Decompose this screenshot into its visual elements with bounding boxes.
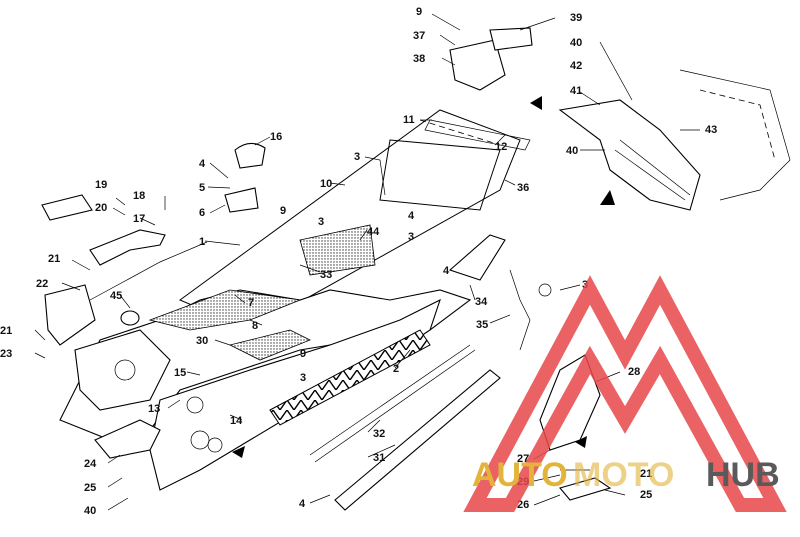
part-label-7: 7 (248, 297, 254, 309)
part-label-40: 40 (570, 37, 582, 49)
watermark-auto: AUTO (472, 456, 568, 494)
part-label-41: 41 (570, 85, 582, 97)
part-label-30: 30 (196, 335, 208, 347)
rear-snow-flap (558, 69, 791, 211)
part-label-2: 2 (393, 363, 399, 375)
part-label-22: 22 (36, 278, 48, 290)
part-label-21: 21 (48, 253, 60, 265)
part-label-39: 39 (570, 12, 582, 24)
rear-bracket-parts (449, 27, 533, 91)
part-label-37: 37 (413, 30, 425, 42)
right-chassis-side (149, 298, 441, 491)
part-label-4: 4 (443, 265, 450, 277)
part-labels: 9 39 37 38 40 42 41 43 40 11 12 16 4 5 6… (0, 6, 717, 517)
left-loose-parts (41, 194, 166, 346)
part-label-33: 33 (320, 269, 332, 281)
part-label-28: 28 (628, 366, 640, 378)
part-label-19: 19 (95, 179, 107, 191)
part-label-3: 3 (318, 216, 324, 228)
part-label-36: 36 (517, 182, 529, 194)
part-label-32: 32 (373, 428, 385, 440)
part-label-8: 8 (252, 320, 258, 332)
part-label-9: 9 (280, 205, 286, 217)
part-label-6: 6 (199, 207, 205, 219)
part-label-45: 45 (110, 290, 122, 302)
part-label-20: 20 (95, 202, 107, 214)
part-label-3: 3 (300, 372, 306, 384)
part-label-10: 10 (320, 178, 332, 190)
part-label-43: 43 (705, 124, 717, 136)
part-label-21: 21 (0, 325, 12, 337)
part-label-23: 23 (0, 348, 12, 360)
part-label-4: 4 (199, 158, 206, 170)
part-label-31: 31 (373, 452, 385, 464)
part-label-24: 24 (84, 458, 97, 470)
leader-lines (34, 13, 700, 511)
direction-arrows (232, 96, 615, 458)
plate-24 (94, 419, 161, 459)
watermark-triangle (463, 275, 787, 512)
rear-bars (309, 344, 501, 511)
part-label-25: 25 (640, 489, 652, 501)
part-label-9: 9 (300, 348, 306, 360)
part-label-40: 40 (566, 145, 578, 157)
part-label-18: 18 (133, 190, 145, 202)
part-label-3: 3 (354, 151, 360, 163)
part-label-16: 16 (270, 131, 282, 143)
part-label-13: 13 (148, 403, 160, 415)
part-label-15: 15 (174, 367, 186, 379)
floor-panel (299, 224, 376, 276)
part-label-26: 26 (517, 499, 529, 511)
part-label-9: 9 (416, 6, 422, 18)
side-cap (234, 142, 266, 169)
part-label-12: 12 (495, 141, 507, 153)
part-label-25: 25 (84, 482, 96, 494)
part-label-14: 14 (230, 415, 243, 427)
watermark-hub: HUB (706, 456, 780, 494)
part-label-4: 4 (299, 498, 306, 510)
part-label-42: 42 (570, 60, 582, 72)
part-label-11: 11 (403, 114, 415, 126)
part-label-40: 40 (84, 505, 96, 517)
part-label-4: 4 (408, 210, 415, 222)
bracket-6 (224, 187, 259, 213)
part-label-35: 35 (476, 319, 488, 331)
part-label-44: 44 (367, 226, 380, 238)
watermark-logo (463, 275, 787, 512)
watermark-moto: MOTO (573, 456, 674, 494)
part-label-34: 34 (475, 296, 488, 308)
part-label-17: 17 (133, 213, 145, 225)
part-label-21: 21 (640, 468, 652, 480)
part-label-1: 1 (199, 236, 205, 248)
part-label-5: 5 (199, 182, 205, 194)
right-bracket (448, 234, 552, 351)
part-label-38: 38 (413, 53, 425, 65)
part-label-3: 3 (408, 231, 414, 243)
